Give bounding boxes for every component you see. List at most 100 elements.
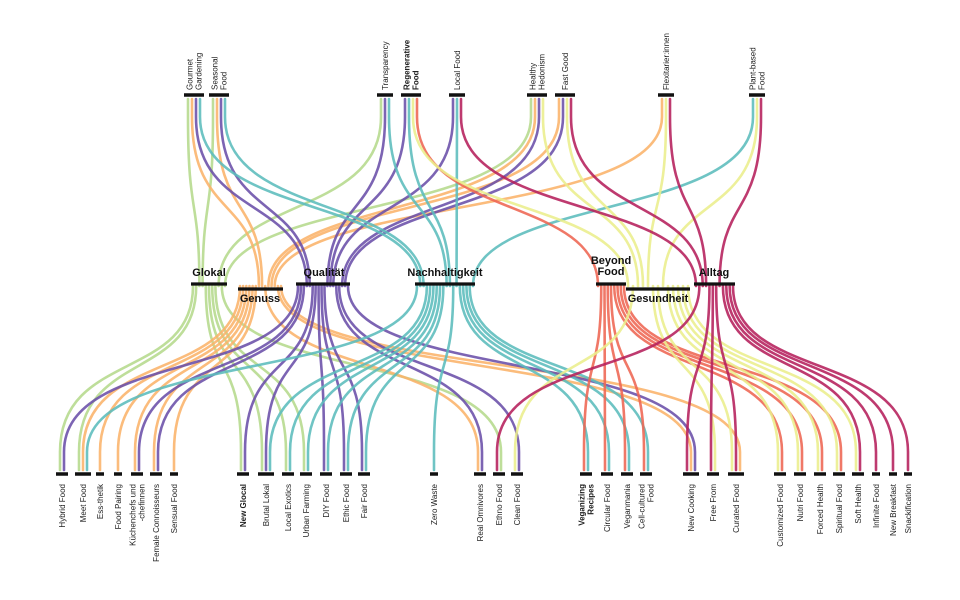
- trend-label-text: Food: [758, 72, 767, 90]
- trend-label-forced: Forced Health: [816, 484, 825, 534]
- flow-female-genuss: [152, 284, 254, 472]
- flow-regenerative-gesundheit: [411, 97, 630, 288]
- flow-seasonal-glokal: [201, 97, 215, 288]
- trend-label-text: Gourmet: [186, 58, 195, 90]
- flow-transparency-glokal: [217, 97, 383, 288]
- flow-cleanfood-gesundheit: [513, 284, 635, 472]
- trend-label-meet: Meet Food: [79, 484, 88, 522]
- flow-healthy-gesundheit: [541, 97, 640, 288]
- flow-meet-nachhaltigkeit: [85, 284, 419, 472]
- flow-urban-glokal: [214, 284, 306, 472]
- trend-label-newglocal: New Glocal: [239, 484, 248, 527]
- trend-label-text: New Cooking: [687, 484, 696, 532]
- trend-label-urban: Urban Farming: [302, 484, 311, 537]
- trend-label-text: Nutri Food: [796, 484, 805, 521]
- trend-label-text: Recipes: [587, 483, 596, 514]
- trend-label-flexitarier: Flexitarier:innen: [662, 33, 671, 90]
- trend-label-text: New Glocal: [239, 484, 248, 527]
- flow-kuechenchefs-genuss: [133, 284, 251, 472]
- trend-label-diy: DIY Food: [322, 484, 331, 518]
- trend-label-realomni: Real Omnivores: [476, 484, 485, 541]
- flow-breakfast-alltag: [728, 284, 895, 472]
- flow-fastgood-gesundheit: [565, 97, 645, 288]
- flow-plantbased-gesundheit: [661, 97, 759, 288]
- trend-label-text: Veganizing: [578, 484, 587, 526]
- flow-healthy-genuss: [267, 97, 537, 288]
- trend-label-text: Soft Health: [854, 484, 863, 524]
- flow-seasonal-qualitaet: [219, 97, 312, 288]
- flow-regenerative-beyond: [415, 97, 600, 288]
- trend-label-spiritual: Spiritual Food: [835, 484, 844, 533]
- flow-localfood-qualitaet: [331, 97, 455, 288]
- flow-brutal-qualitaet: [264, 284, 317, 472]
- trend-label-text: Real Omnivores: [476, 484, 485, 541]
- hub-bars: [56, 93, 912, 476]
- flow-curated-alltag: [714, 284, 738, 472]
- trend-label-text: Infinite Food: [872, 484, 881, 528]
- trend-label-text: Local Exotics: [284, 484, 293, 531]
- flow-spiritual-gesundheit: [681, 284, 839, 472]
- flow-gourmet-nachhaltigkeit: [198, 97, 422, 288]
- flow-flexitarier-gesundheit: [646, 97, 668, 288]
- hub-label-gesundheit: Gesundheit: [628, 293, 689, 305]
- trend-label-curated: Curated Food: [732, 484, 741, 533]
- flow-forced-beyond: [619, 284, 824, 472]
- flow-essthetik-genuss: [98, 284, 245, 472]
- flow-circular-beyond: [603, 284, 607, 472]
- trend-label-exotics: Local Exotics: [284, 484, 293, 531]
- trend-label-text: Regenerative: [403, 39, 412, 90]
- trend-label-text: Clean Food: [513, 484, 522, 525]
- flow-seasonal-genuss: [215, 97, 264, 288]
- flow-gourmet-genuss: [190, 97, 261, 288]
- flow-exotics-glokal: [210, 284, 288, 472]
- flow-newcooking-qualitaet: [346, 284, 697, 472]
- trend-label-text: Food Pairing: [114, 484, 123, 529]
- trend-label-text: Circular Food: [603, 484, 612, 532]
- trend-label-text: Food: [412, 70, 421, 90]
- trend-label-text: Food: [220, 72, 229, 90]
- trend-label-breakfast: New Breakfast: [889, 483, 898, 536]
- trend-label-text: Cell-cultured: [638, 484, 647, 529]
- trend-label-localfood: Local Food: [453, 50, 462, 90]
- flow-fair-nachhaltigkeit: [364, 284, 445, 472]
- trend-label-text: Transparency: [381, 41, 390, 90]
- hub-label-glokal: Glokal: [192, 267, 226, 279]
- trend-label-text: New Breakfast: [889, 483, 898, 536]
- trend-label-text: Local Food: [453, 50, 462, 90]
- trend-label-text: Küchenchefs und: [129, 484, 138, 546]
- flow-diy-qualitaet: [317, 284, 326, 472]
- flow-exotics-nachhaltigkeit: [288, 284, 432, 472]
- flow-fastgood-genuss: [270, 97, 561, 288]
- connection-flows: [58, 97, 910, 472]
- trend-label-ethno: Ethno Food: [495, 484, 504, 525]
- trend-label-text: Customized Food: [776, 484, 785, 547]
- trend-label-text: Brutal Lokal: [262, 484, 271, 526]
- trend-label-snackification: Snackification: [904, 484, 913, 533]
- flow-zerowaste-nachhaltigkeit: [432, 284, 455, 472]
- flow-newcooking-alltag: [685, 284, 711, 472]
- trend-label-text: Veganmania: [623, 483, 632, 528]
- hub-label-qualitaet: Qualität: [304, 267, 345, 279]
- trend-label-nutri: Nutri Food: [796, 484, 805, 521]
- flow-cleanfood-qualitaet: [337, 284, 521, 472]
- trend-label-text: Fair Food: [360, 484, 369, 518]
- trend-label-text: Urban Farming: [302, 484, 311, 537]
- flow-freefrom-alltag: [709, 284, 715, 472]
- flow-realomni-qualitaet: [334, 284, 484, 472]
- flow-transparency-qualitaet: [326, 97, 387, 288]
- trend-label-freefrom: Free From: [709, 484, 718, 522]
- flow-meet-glokal: [77, 284, 198, 472]
- flow-meet-genuss: [81, 284, 242, 472]
- flow-healthy-glokal: [223, 97, 533, 288]
- hub-label-beyond: Beyond: [591, 255, 631, 267]
- trend-label-text: Snackification: [904, 484, 913, 533]
- trend-label-text: Spiritual Food: [835, 484, 844, 533]
- trend-label-fastgood: Fast Good: [561, 53, 570, 90]
- flow-hybrid-qualitaet: [62, 284, 300, 472]
- hub-label-nachhaltigkeit: Nachhaltigkeit: [407, 267, 483, 279]
- trend-label-customized: Customized Food: [776, 484, 785, 547]
- trend-label-text: Sensual Food: [170, 484, 179, 533]
